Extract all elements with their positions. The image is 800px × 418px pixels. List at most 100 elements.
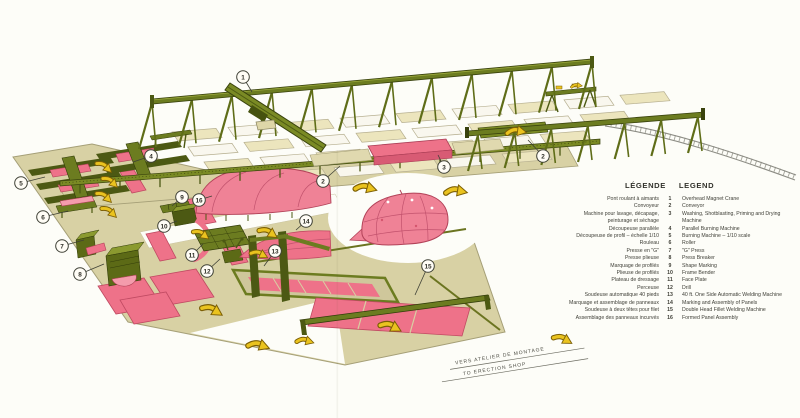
callout-circle: 11 (185, 243, 204, 262)
machine-g-press (75, 229, 107, 259)
legend-row: Soudeuse automatique 40 pieds 13 40 ft. On… (563, 292, 799, 299)
machine-drill (221, 237, 244, 264)
magnet-beam (255, 119, 277, 131)
fold-crease (336, 150, 339, 418)
legend-item-fr: Soudeuse automatique 40 pieds (584, 292, 659, 299)
legend-item-en: Press Breaker (682, 255, 715, 262)
callout-number: 3 (442, 164, 446, 171)
gantry-post (377, 80, 394, 128)
callout-bubble (236, 70, 250, 84)
legend-item-fr: Pont roulant à aimants (607, 196, 659, 202)
legend-item-fr: Découpeuse de profil – échelle 1/10 (576, 233, 659, 240)
legend-row: Machine pour lavage, décapage, peinturag… (563, 211, 799, 226)
callout-number: 7 (60, 243, 64, 250)
callout-bubble (14, 176, 28, 190)
legend-title-en: LEGEND (678, 181, 715, 190)
callout-circle: 7 (55, 239, 85, 253)
callout-number: 2 (321, 178, 325, 185)
callout-circle: 5 (14, 176, 46, 190)
legend-item-en: Frame Bender (682, 270, 716, 277)
gantry-post (297, 88, 314, 135)
gantry-post-brace (351, 84, 357, 129)
callout-circle: 6 (36, 210, 69, 224)
trestle-legs (466, 116, 703, 172)
legend-item-fr: Presse plieuse (624, 255, 659, 262)
legend-item-en: Drill (682, 284, 691, 291)
overhead-crane-gantry (137, 56, 597, 150)
legend-item-en: Double Head Fillet Welding Machine (682, 307, 766, 314)
legend-item-number: 12 (667, 284, 673, 291)
legend-item-fr: Soudeuse à deux têtes pour filet (584, 307, 659, 314)
callout-circle: 3 (437, 154, 451, 174)
trestle-leg (503, 131, 516, 169)
machine-face-plate (193, 224, 251, 252)
legend-item-number: 2 (668, 203, 672, 210)
steel-plate (187, 143, 239, 157)
legend-item-en: 40 ft. One Side Automatic Welding Machin… (682, 292, 782, 299)
legend-item-fr: Assemblage des panneaux incurvés (575, 314, 659, 321)
callout-bubble (144, 149, 158, 163)
callout-bubble (55, 239, 69, 253)
callout-circle: 2 (527, 139, 550, 163)
trestle-leg-brace (660, 119, 667, 155)
steel-plate (339, 114, 391, 128)
callout-bubble (200, 264, 214, 278)
callout-circle: 12 (200, 258, 221, 278)
steel-plate (619, 91, 671, 105)
legend-item-en: "G" Press (682, 247, 705, 254)
callout-circle: 9 (171, 190, 189, 207)
callout-number: 9 (180, 194, 184, 201)
fillet-welding-machine (299, 294, 491, 337)
callout-number: 14 (302, 218, 310, 225)
washing-machine-front (373, 149, 453, 166)
gantry-post (217, 95, 234, 143)
callout-circle: 14 (295, 214, 313, 231)
trestle-leg-brace (697, 116, 703, 152)
callout-circle: 4 (132, 149, 158, 163)
legend-item-fr: Rouleau (639, 240, 659, 247)
legend-item-number: 13 (667, 292, 673, 299)
callout-bubble (299, 214, 313, 228)
trestle-leg (650, 119, 663, 157)
legend-item-fr: Marquage et assemblage de panneaux (569, 299, 659, 306)
steel-plate (333, 163, 385, 178)
legend-item-en: Formed Panel Assembly (682, 314, 739, 321)
callout-bubble (192, 193, 206, 207)
callout-circle: 16 (192, 193, 213, 207)
legend-item-en: Overhead Magnet Crane (682, 196, 740, 202)
callout-bubble (268, 244, 282, 258)
gantry-post (137, 102, 154, 150)
machine-press-breaker (105, 241, 145, 287)
machine-roller (55, 195, 98, 218)
callout-number: 15 (424, 263, 432, 270)
steel-plate (411, 124, 463, 138)
welding-machine-40ft (230, 231, 401, 304)
callout-circle: 10 (157, 219, 178, 233)
gantry-post (457, 73, 474, 121)
legend-titles: LÉGENDE LEGEND (563, 181, 799, 190)
callout-number: 4 (149, 153, 153, 160)
legend-item-number: 16 (667, 314, 673, 321)
callout-number: 5 (19, 180, 23, 187)
callout-bubble (36, 210, 50, 224)
trestle-leg-brace (550, 128, 557, 164)
trestle-leg-brace (587, 125, 593, 161)
steel-plate (355, 129, 407, 143)
callout-circle: 13 (263, 244, 282, 267)
gantry-post (417, 77, 434, 124)
legend-item-number: 15 (667, 307, 673, 314)
legend-item-number: 11 (667, 277, 673, 284)
legend-item-number: 4 (668, 225, 672, 232)
callout-number: 13 (271, 248, 279, 255)
trestle-leg (686, 116, 700, 154)
